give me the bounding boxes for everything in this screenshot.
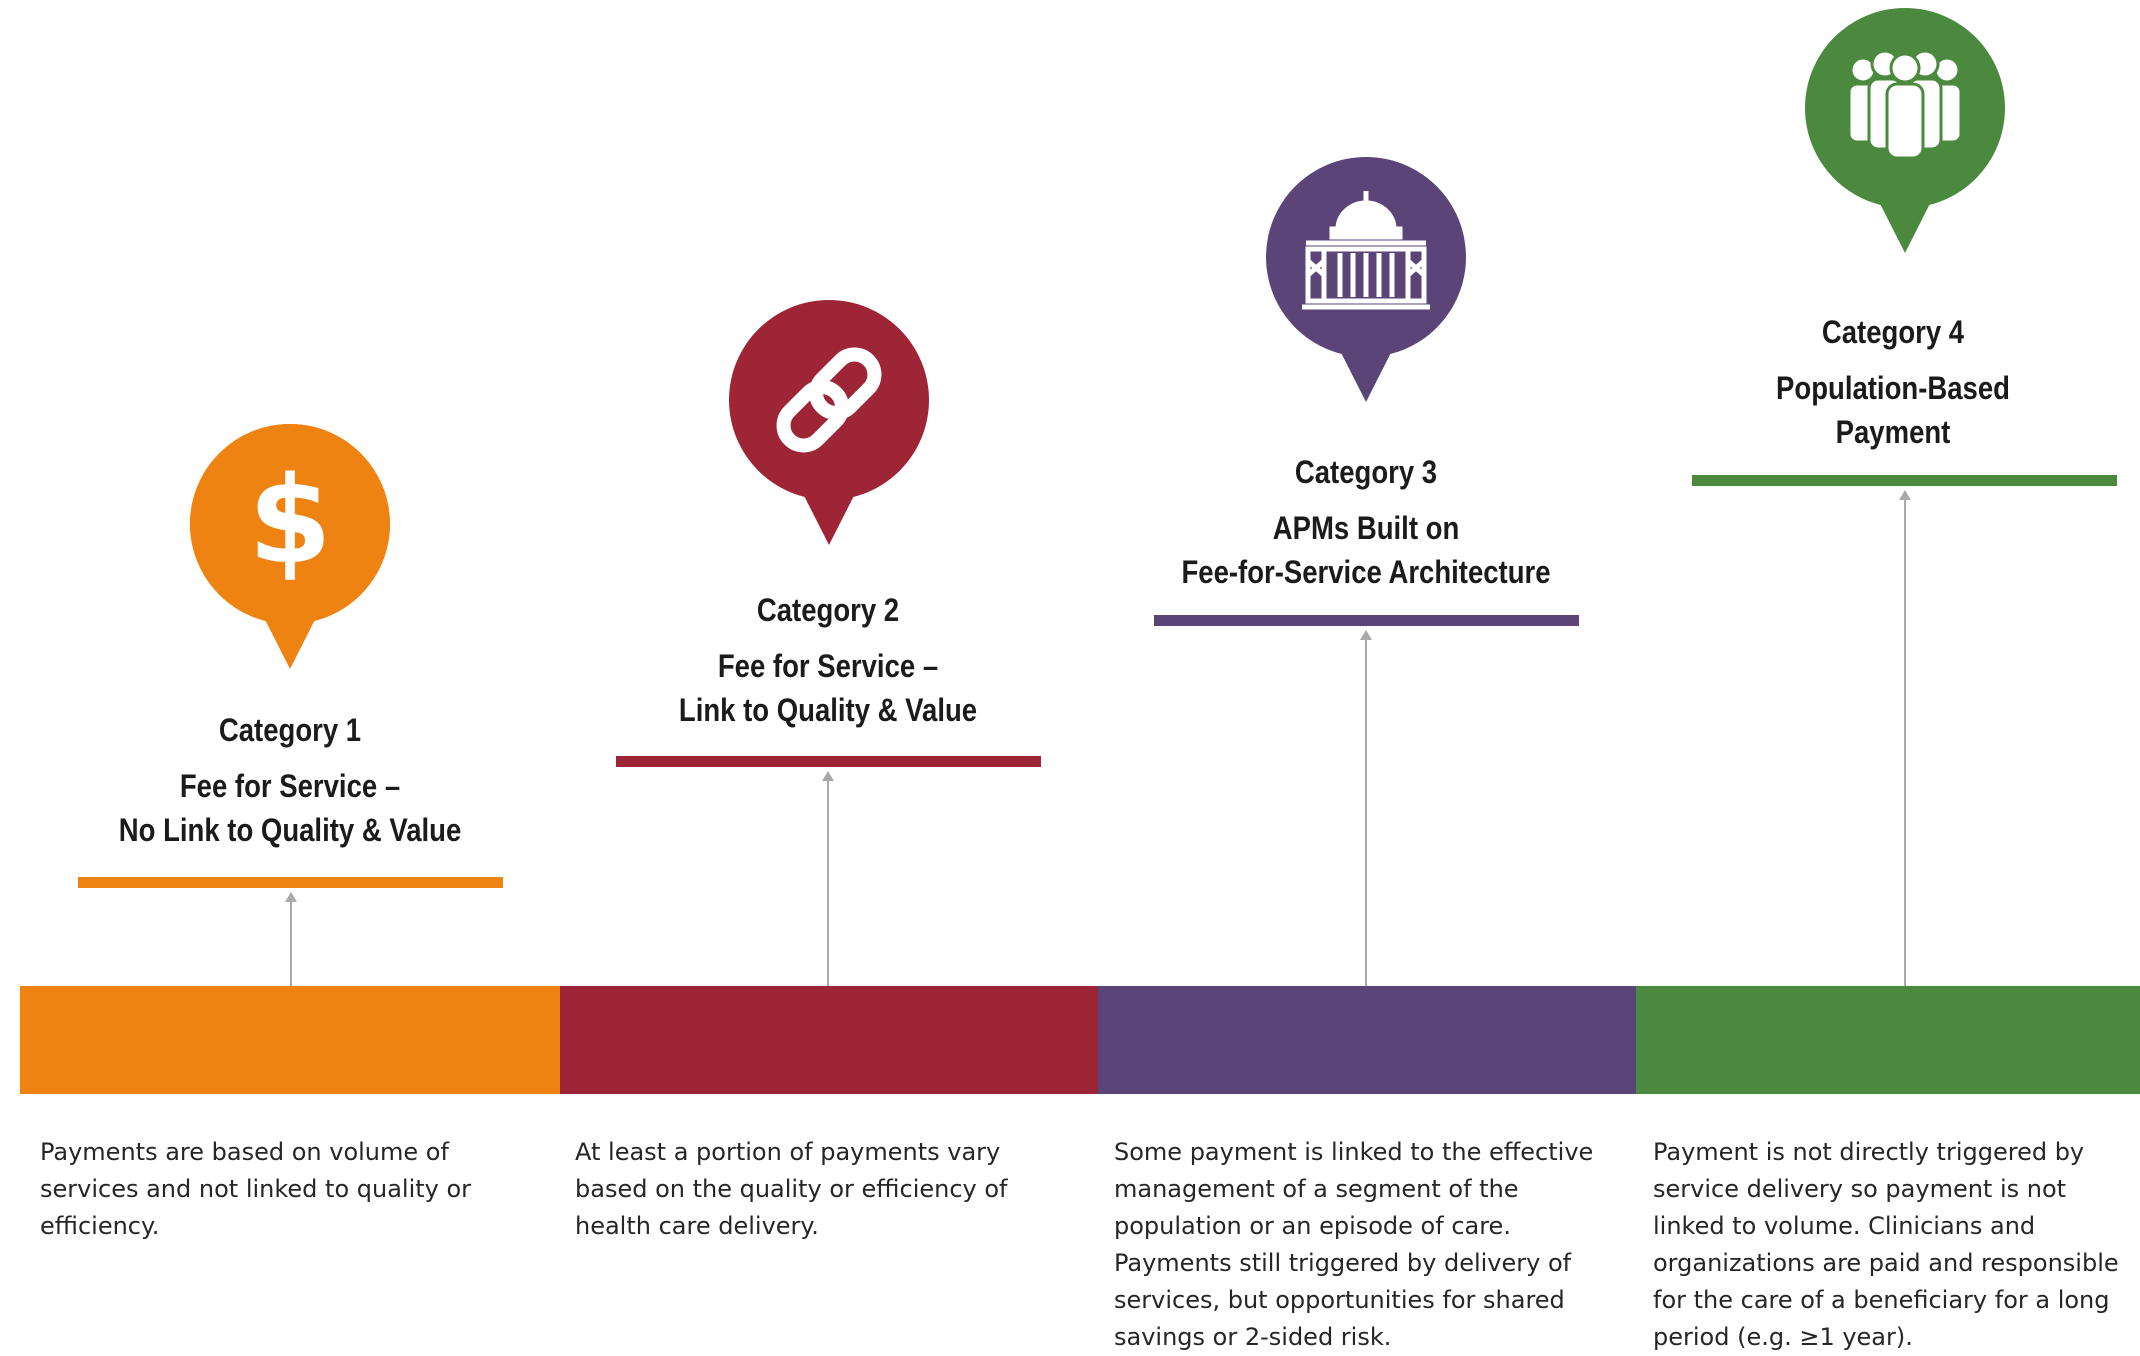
svg-text:$: $ <box>248 452 332 591</box>
category-1-description: Payments are based on volume of services… <box>40 1138 472 1240</box>
category-3-marker <box>1266 157 1466 402</box>
category-1-band <box>20 986 560 1094</box>
category-4-marker <box>1805 8 2005 253</box>
people-group-icon <box>1847 49 1963 160</box>
category-4-band <box>1636 986 2140 1094</box>
category-1-title: Category 1 Fee for Service – No Link to … <box>84 708 497 852</box>
capitol-building-icon <box>1302 191 1430 310</box>
category-4-connector-arrow <box>1895 490 1915 986</box>
category-2-label: Category 2 <box>756 592 900 628</box>
category-2-marker <box>729 300 929 545</box>
category-1-name: Fee for Service – No Link to Quality & V… <box>118 768 462 848</box>
category-2-title: Category 2 Fee for Service – Link to Qua… <box>622 588 1035 732</box>
category-3-label: Category 3 <box>1294 454 1438 490</box>
category-2-band <box>560 986 1098 1094</box>
category-4-bar <box>1692 475 2117 486</box>
category-3-description: Some payment is linked to the effective … <box>1114 1138 1594 1351</box>
category-3-title: Category 3 APMs Built on Fee-for-Service… <box>1160 450 1573 594</box>
category-1-bar <box>78 877 503 888</box>
category-2-name: Fee for Service – Link to Quality & Valu… <box>678 648 978 728</box>
category-3-connector-arrow <box>1356 630 1376 986</box>
category-4-label: Category 4 <box>1821 314 1965 350</box>
category-2-bar <box>616 756 1041 767</box>
category-2-connector-arrow <box>818 771 838 986</box>
category-1-connector-arrow <box>281 892 301 986</box>
category-2-description: At least a portion of payments vary base… <box>575 1138 1008 1240</box>
chain-link-icon <box>776 347 882 453</box>
category-3-bar <box>1154 615 1579 626</box>
category-4-description: Payment is not directly triggered by ser… <box>1653 1138 2119 1351</box>
category-1-marker: $ <box>190 424 390 669</box>
category-1-label: Category 1 <box>218 712 362 748</box>
category-3-band <box>1098 986 1636 1094</box>
dollar-sign-icon: $ <box>248 452 332 591</box>
category-4-name: Population-Based Payment <box>1776 370 2010 450</box>
category-3-name: APMs Built on Fee-for-Service Architectu… <box>1181 510 1551 590</box>
category-4-title: Category 4 Population-Based Payment <box>1687 310 2100 454</box>
